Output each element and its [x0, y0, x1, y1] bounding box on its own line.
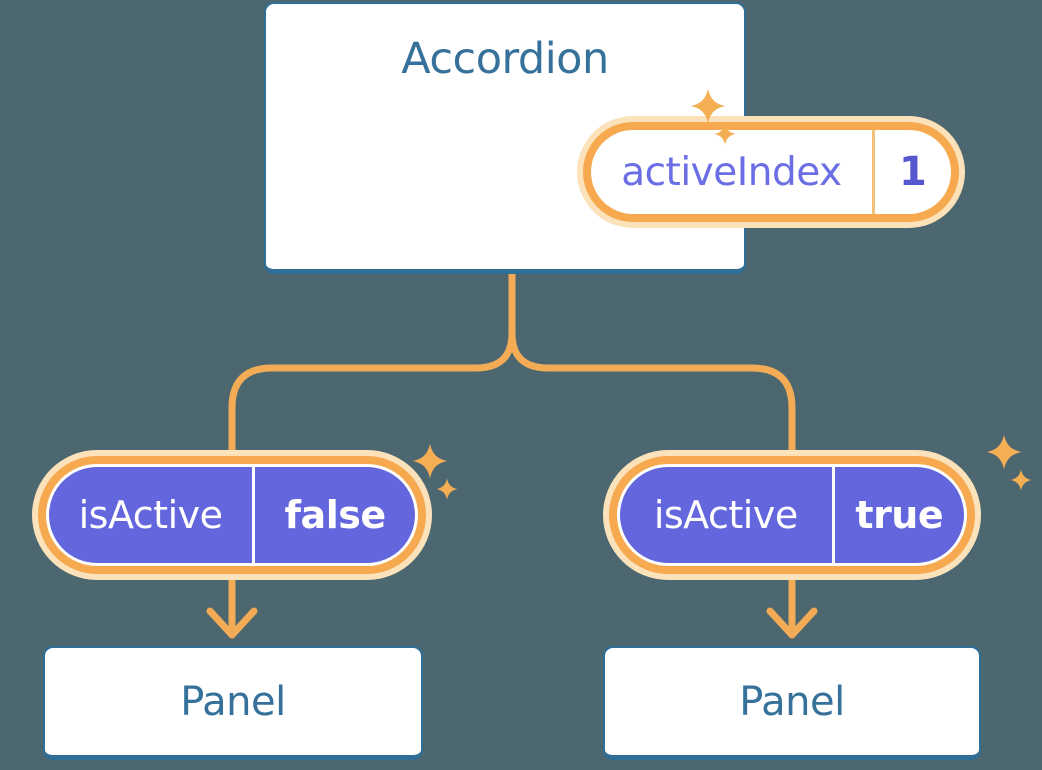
state-pill-divider	[871, 130, 875, 214]
prop-name-label: isActive	[653, 493, 798, 537]
sparkle-icon	[436, 478, 458, 500]
prop-value-label: false	[284, 493, 387, 537]
prop-pill-divider	[252, 467, 256, 563]
sparkle-icon	[690, 88, 726, 124]
panel-label: Panel	[180, 678, 286, 725]
panel-label: Panel	[739, 678, 845, 725]
state-name-label: activeIndex	[621, 149, 842, 195]
connector-branch-left	[228, 329, 516, 460]
sparkle-icon	[1010, 469, 1032, 491]
sparkle-icon	[714, 123, 736, 145]
prop-pill-false: isActive false	[46, 464, 418, 566]
panel-card-right: Panel	[603, 646, 981, 760]
state-pill: activeIndex 1	[591, 130, 951, 214]
panel-card-left: Panel	[43, 646, 423, 760]
accordion-title: Accordion	[401, 34, 609, 84]
state-value-label: 1	[898, 149, 927, 195]
arrowhead-right-icon	[766, 607, 818, 639]
prop-name-label: isActive	[78, 493, 223, 537]
prop-pill-true: isActive true	[617, 464, 967, 566]
prop-pill-divider	[831, 467, 835, 563]
connector-branch-right	[508, 329, 796, 460]
arrowhead-left-icon	[206, 607, 258, 639]
sparkle-icon	[986, 434, 1022, 470]
sparkle-icon	[412, 443, 448, 479]
prop-value-label: true	[855, 493, 944, 537]
accordion-card: Accordion activeIndex 1	[264, 2, 951, 274]
